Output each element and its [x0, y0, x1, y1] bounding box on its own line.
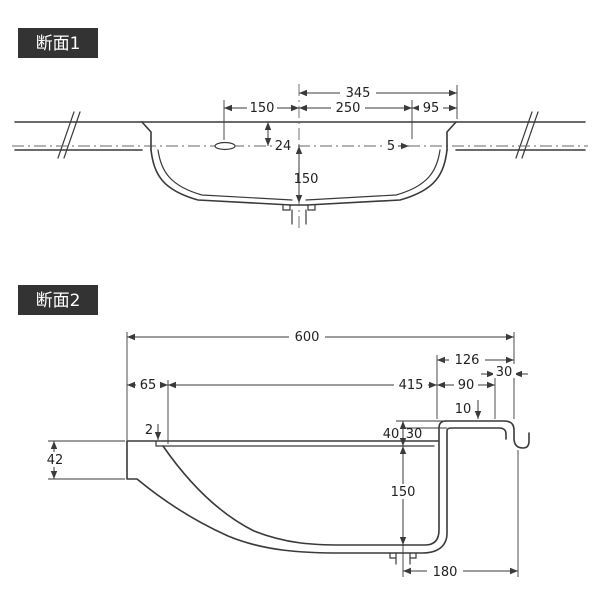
section2-drawing [126, 420, 530, 565]
dim-180-label: 180 [433, 565, 458, 580]
dim-345-label: 345 [346, 86, 371, 101]
dim-10-label: 10 [455, 402, 472, 417]
dim-2-label: 2 [145, 423, 153, 438]
rim-inner-line [155, 440, 435, 447]
dim-5-label: 5 [387, 139, 395, 154]
drain-fitting-2 [389, 552, 417, 565]
dim-30-right-label: 30 [496, 365, 513, 380]
section1-label-box [18, 28, 98, 58]
dim-42-label: 42 [47, 453, 64, 468]
dim-90-label: 90 [458, 378, 475, 393]
dim-150-top-label: 150 [250, 101, 275, 116]
faucet-hole [214, 141, 236, 151]
section2-dimensions: 600 126 30 65 415 90 10 2 40 30 42 150 1… [42, 329, 528, 580]
dim-150-depth-label: 150 [294, 172, 319, 187]
section2-label-box [18, 285, 98, 315]
outer-shell [126, 427, 507, 554]
dim-126-label: 126 [455, 353, 480, 368]
section-2: 断面2 [18, 285, 530, 580]
dim-600-label: 600 [295, 330, 320, 345]
dim-150-depth-label: 150 [391, 485, 416, 500]
bowl-outer-left [150, 149, 292, 206]
bowl-inner-left [157, 149, 293, 201]
section1-label: 断面1 [36, 34, 81, 54]
dim-65-label: 65 [140, 378, 157, 393]
dim-95-label: 95 [423, 101, 440, 116]
sink-edge-left [141, 121, 152, 151]
bowl-inner-right [305, 149, 441, 201]
drain-fitting [282, 204, 316, 225]
dim-30-mid-label: 30 [406, 427, 423, 442]
dim-250-label: 250 [336, 101, 361, 116]
sink-edge-right [446, 121, 457, 151]
section1-dimensions: 345 150 250 95 24 5 150 [223, 85, 458, 203]
section1-drawing [12, 84, 588, 232]
section-1: 断面1 [12, 28, 588, 232]
dim-24-label: 24 [275, 139, 292, 154]
break-marks [57, 111, 539, 159]
bowl-outer-right [306, 149, 448, 206]
deck-top-and-lip [445, 420, 530, 449]
section2-label: 断面2 [36, 291, 81, 311]
bowl-inner-surface [162, 420, 447, 546]
dim-415-label: 415 [399, 378, 424, 393]
dim-40-label: 40 [383, 427, 400, 442]
